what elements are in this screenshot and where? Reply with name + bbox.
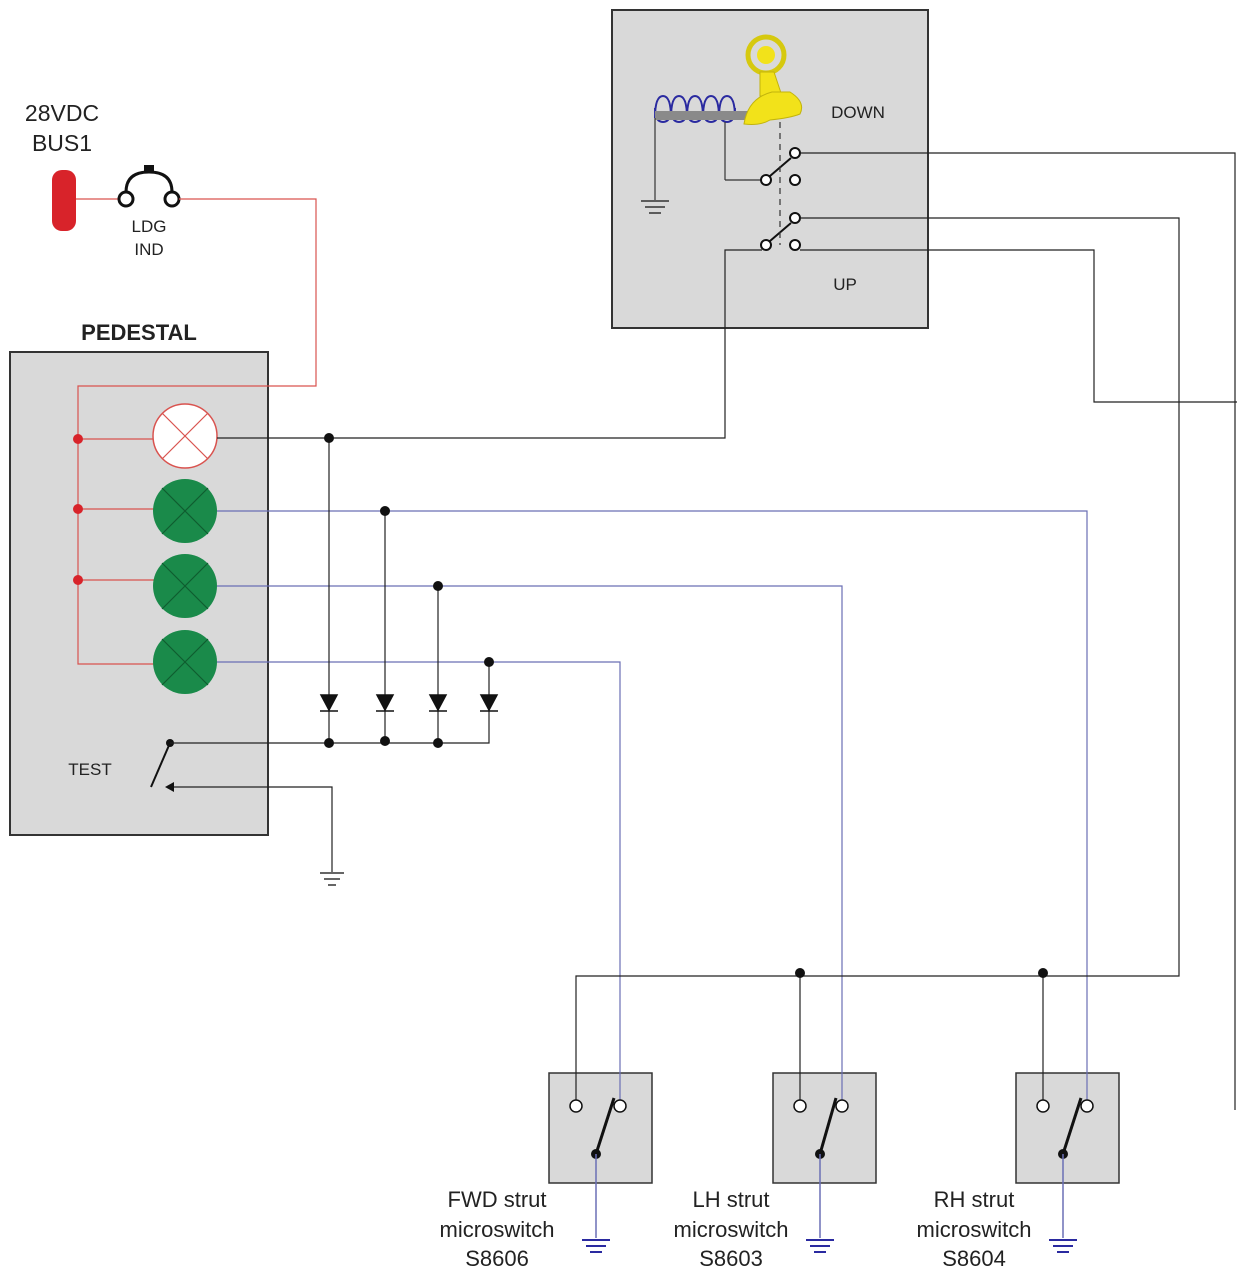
rh-switch-box	[1015, 1072, 1120, 1184]
fwd-microswitch-icon	[569, 1097, 627, 1238]
down-label: DOWN	[831, 103, 885, 122]
supply-label-line1: 28VDC	[25, 100, 99, 126]
up-label: UP	[833, 275, 857, 294]
lh-switch-caption-line2: microswitch	[674, 1217, 789, 1242]
test-wiring	[170, 712, 490, 872]
fwd-switch-box	[548, 1072, 653, 1184]
red-lamp-icon	[152, 403, 218, 469]
pedestal-panel	[9, 351, 269, 836]
green-lamp-icon	[153, 554, 217, 618]
rh-switch-caption-line1: RH strut	[934, 1187, 1015, 1212]
signal-wiring	[217, 510, 1088, 1105]
ground-icon	[641, 200, 669, 214]
fwd-switch-caption-line2: microswitch	[440, 1217, 555, 1242]
circuit-breaker-icon	[117, 165, 181, 208]
lh-switch-box	[772, 1072, 877, 1184]
selector-output-wiring	[575, 152, 1237, 1110]
diode-icon	[319, 694, 339, 712]
junction-dots	[795, 968, 1048, 978]
ground-icon	[320, 872, 344, 886]
lh-switch-caption-line1: LH strut	[692, 1187, 769, 1212]
junction-dots	[324, 433, 494, 748]
solenoid-plunger	[655, 111, 763, 120]
power-junction-dots	[73, 434, 83, 585]
ground-icon	[1049, 1239, 1077, 1253]
ground-icon	[806, 1239, 834, 1253]
diode-icon	[428, 694, 448, 712]
diode-icon	[375, 694, 395, 712]
breaker-label-line1: LDG	[132, 217, 167, 236]
fwd-switch-caption-line1: FWD strut	[448, 1187, 547, 1212]
ground-icon	[582, 1239, 610, 1253]
rh-microswitch-icon	[1036, 1097, 1094, 1238]
green-lamp-icon	[153, 479, 217, 543]
power-wiring	[77, 198, 317, 665]
diode-icon	[479, 694, 499, 712]
rh-switch-caption-line2: microswitch	[917, 1217, 1032, 1242]
lh-switch-caption-line3: S8603	[699, 1246, 763, 1271]
lh-microswitch-icon	[793, 1097, 849, 1238]
red-lamp-wire	[217, 249, 762, 439]
bus-supply-terminal	[52, 170, 76, 231]
breaker-label-line2: IND	[134, 240, 163, 259]
landing-gear-lever-icon[interactable]	[743, 34, 803, 125]
test-label: TEST	[68, 760, 111, 779]
fwd-switch-caption-line3: S8606	[465, 1246, 529, 1271]
diode-wiring	[328, 438, 490, 743]
pedestal-title: PEDESTAL	[81, 320, 197, 345]
green-lamp-icon	[153, 630, 217, 694]
supply-label-line2: BUS1	[32, 130, 92, 156]
rh-switch-caption-line3: S8604	[942, 1246, 1006, 1271]
